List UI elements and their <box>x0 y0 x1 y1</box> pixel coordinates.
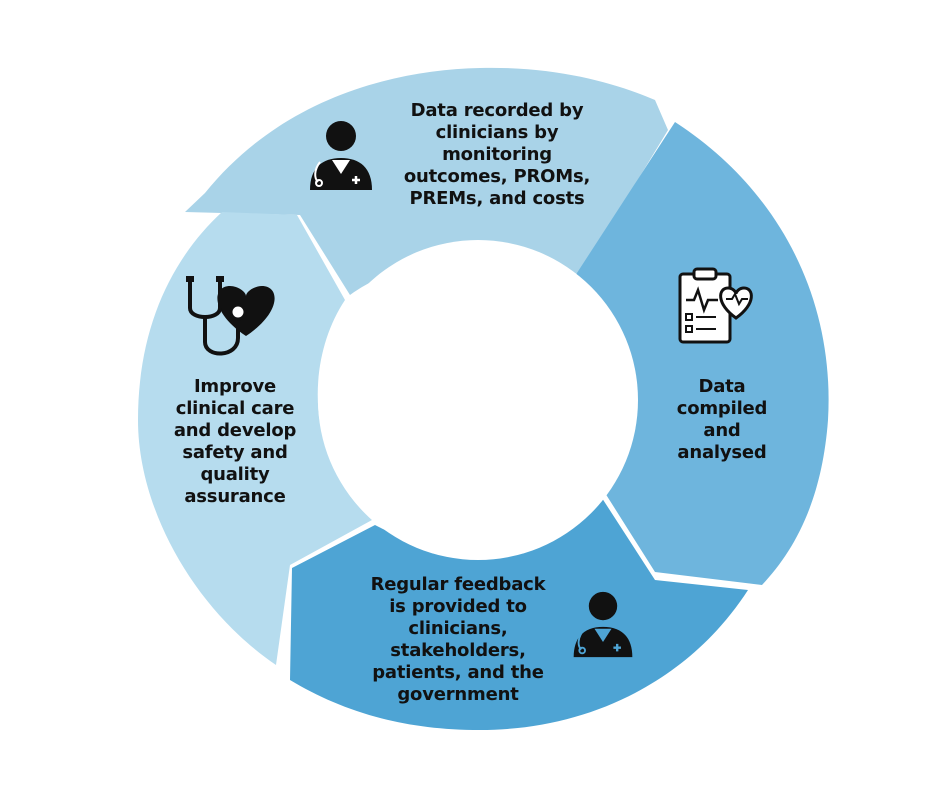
step-feedback-label: Regular feedback is provided to clinicia… <box>370 574 546 705</box>
segment-feedback <box>290 495 748 730</box>
center-hole <box>318 240 638 560</box>
step-record-label: Data recorded by clinicians by monitorin… <box>403 100 591 209</box>
step-compile-label: Data compiled and analysed <box>676 376 768 463</box>
segment-record <box>185 67 668 295</box>
step-improve-label: Improve clinical care and develop safety… <box>173 376 297 507</box>
doctor-icon <box>310 121 372 190</box>
clipboard-heart-icon <box>678 267 753 344</box>
doctor-icon <box>573 591 633 658</box>
segment-improve <box>138 212 372 665</box>
stethoscope-heart-icon <box>186 276 275 356</box>
segment-compile <box>575 122 829 585</box>
